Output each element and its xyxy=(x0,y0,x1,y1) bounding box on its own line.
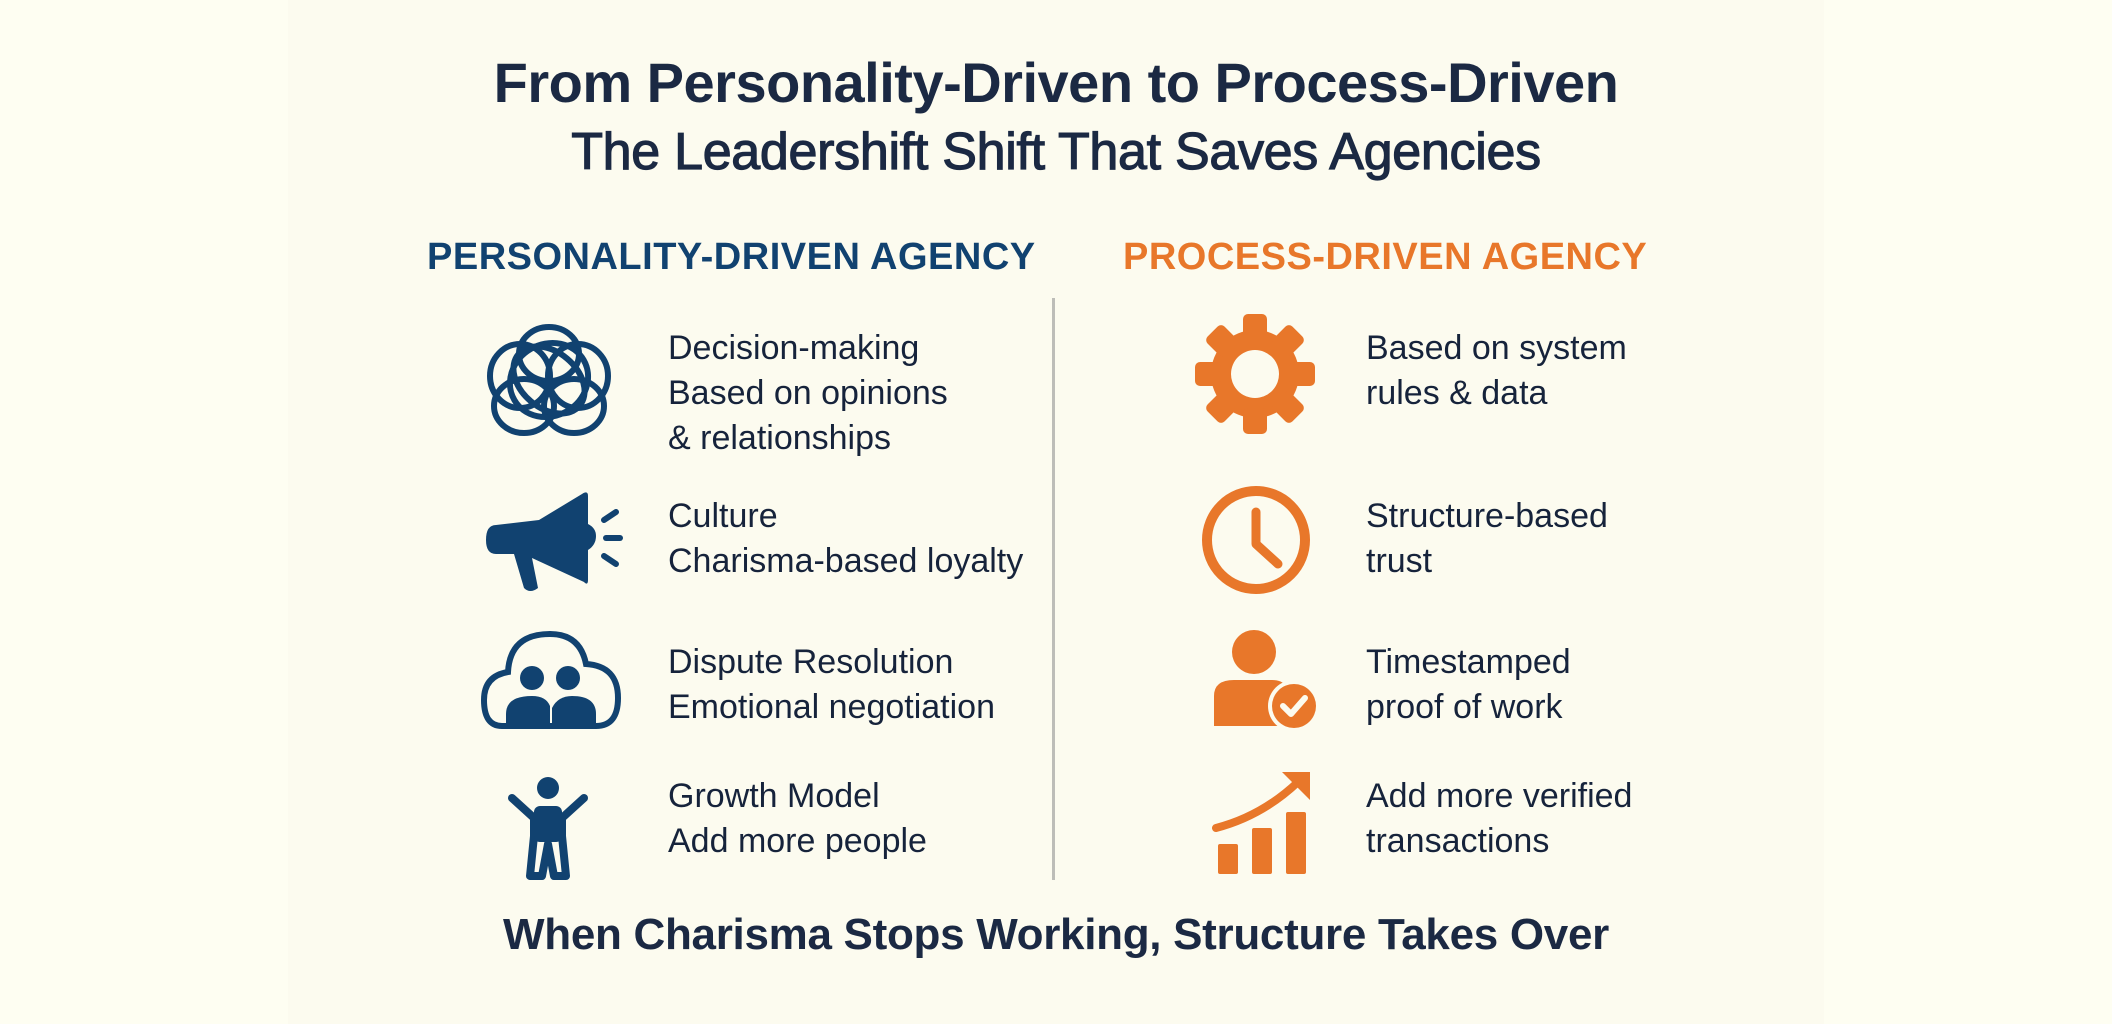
item-line: Structure-based xyxy=(1366,497,1608,535)
personality-item-dispute-resolution: Dispute Resolution Emotional negotiation xyxy=(668,640,995,730)
clock-icon xyxy=(1200,484,1312,596)
item-line: Timestamped xyxy=(1366,643,1571,681)
process-item-decision-making: Based on system rules & data xyxy=(1366,326,1627,416)
personality-item-growth-model: Growth Model Add more people xyxy=(668,774,927,864)
column-divider xyxy=(1052,298,1055,880)
item-title: Culture xyxy=(668,497,778,535)
item-line: Emotional negotiation xyxy=(668,688,996,726)
process-column-header: PROCESS-DRIVEN AGENCY xyxy=(1123,236,1648,278)
item-line: Based on system xyxy=(1366,329,1627,367)
item-line: Add more verified xyxy=(1366,777,1633,815)
item-line: trust xyxy=(1366,542,1433,580)
item-line: Based on opinions xyxy=(668,374,948,412)
process-item-culture: Structure-based trust xyxy=(1366,494,1608,584)
item-title: Dispute Resolution xyxy=(668,643,954,681)
footer-tagline: When Charisma Stops Working, Structure T… xyxy=(503,910,1609,959)
process-item-growth-model: Add more verified transactions xyxy=(1366,774,1632,864)
tangled-circles-icon xyxy=(484,316,614,442)
item-title: Decision-making xyxy=(668,329,920,367)
person-arms-raised-icon xyxy=(506,776,590,880)
item-line: rules & data xyxy=(1366,374,1548,412)
process-item-dispute-resolution: Timestamped proof of work xyxy=(1366,640,1571,730)
item-title: Growth Model xyxy=(668,777,880,815)
item-line: transactions xyxy=(1366,822,1550,860)
personality-item-culture: Culture Charisma-based loyalty xyxy=(668,494,1023,584)
item-line: Add more people xyxy=(668,822,927,860)
personality-column-header: PERSONALITY-DRIVEN AGENCY xyxy=(427,236,1036,278)
cloud-people-icon xyxy=(480,626,622,734)
gear-icon xyxy=(1194,313,1316,435)
personality-item-decision-making: Decision-making Based on opinions & rela… xyxy=(668,326,948,461)
item-line: proof of work xyxy=(1366,688,1563,726)
main-title: From Personality-Driven to Process-Drive… xyxy=(493,51,1619,114)
megaphone-icon xyxy=(484,490,624,592)
item-line: & relationships xyxy=(668,419,892,457)
person-check-icon xyxy=(1212,630,1320,736)
subtitle: The Leadershift Shift That Saves Agencie… xyxy=(571,122,1542,181)
growth-chart-icon xyxy=(1212,770,1316,876)
item-line: Charisma-based loyalty xyxy=(668,542,1024,580)
